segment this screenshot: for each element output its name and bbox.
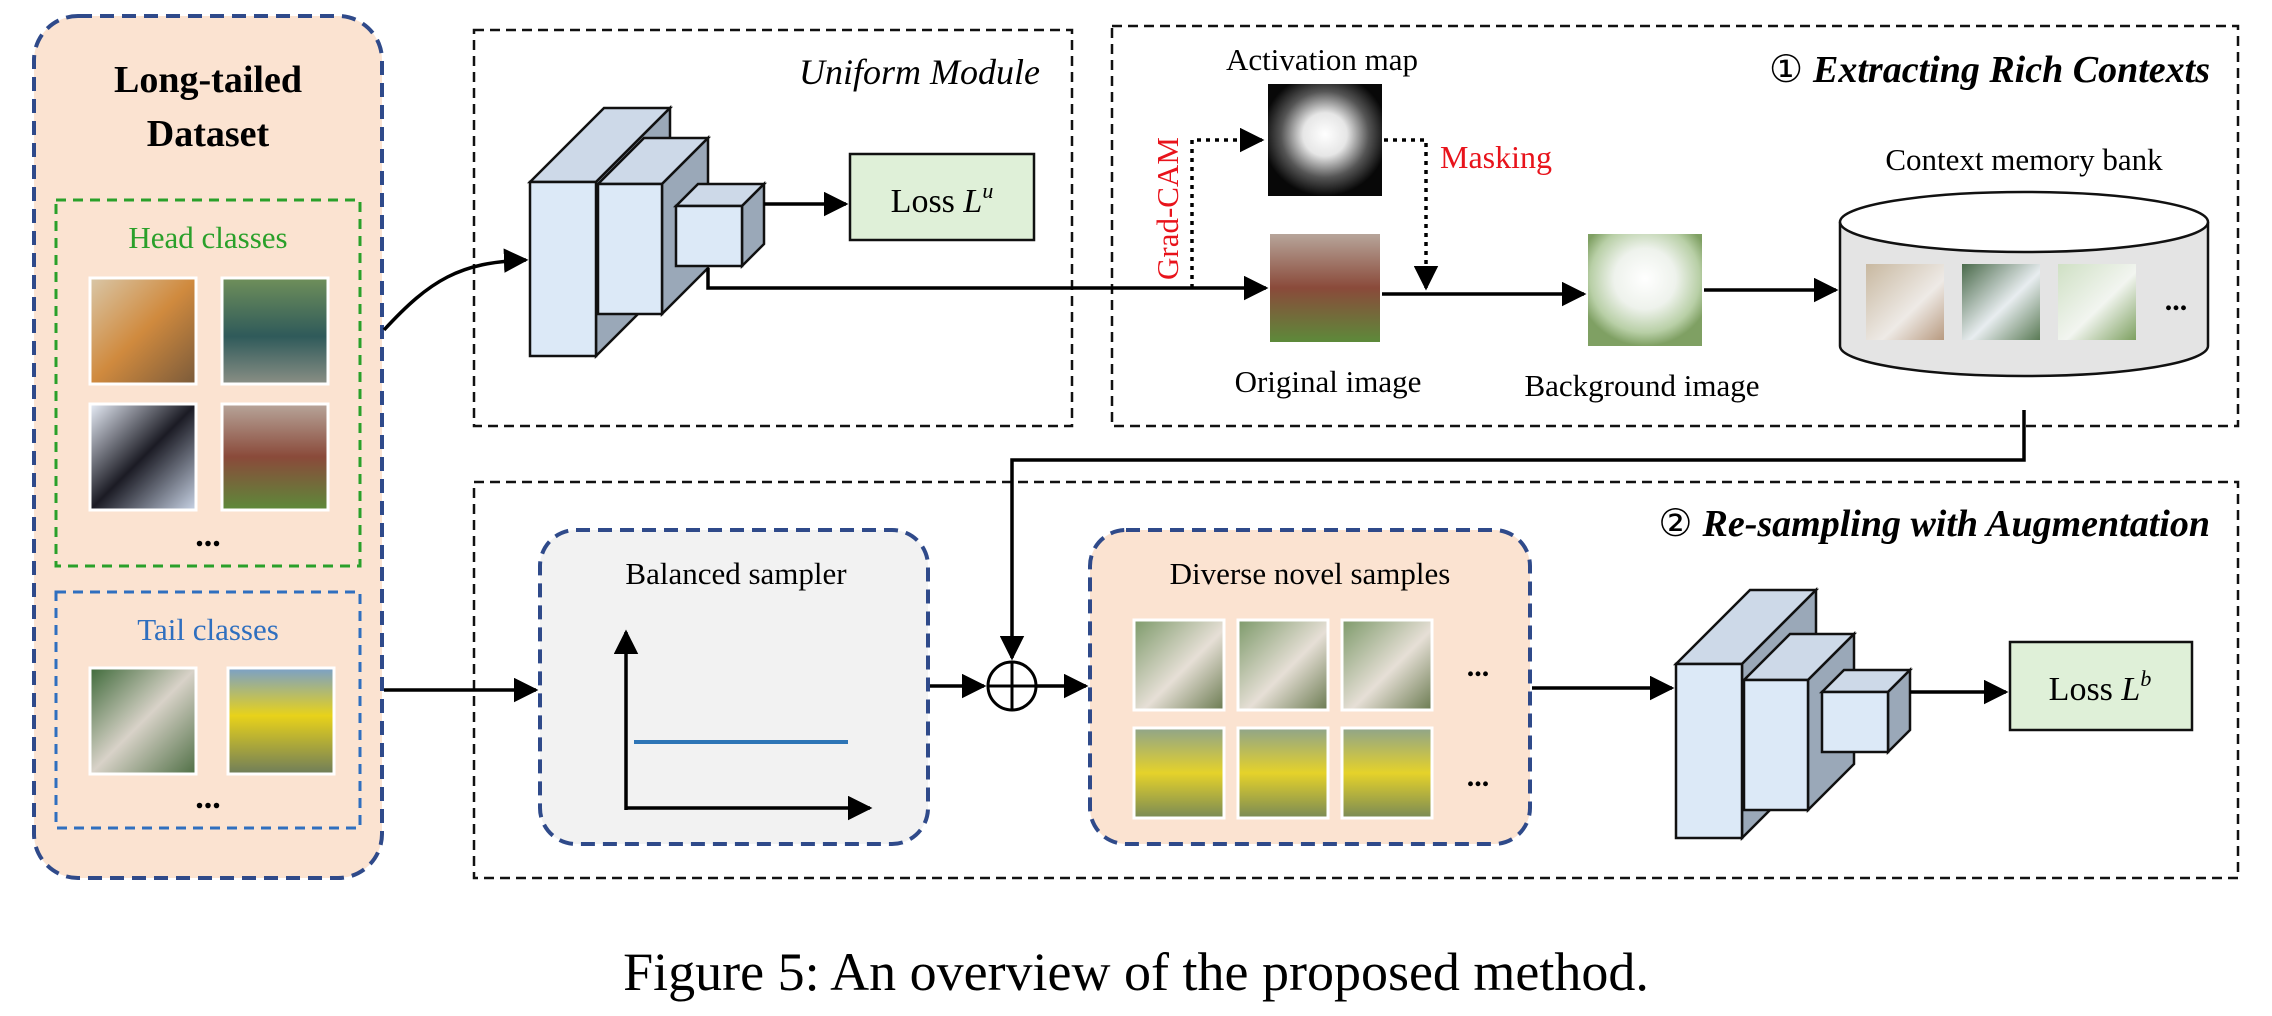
figure-caption: Figure 5: An overview of the proposed me… — [623, 942, 1649, 1002]
head-thumb-bus — [220, 276, 330, 386]
svg-text:Loss Lu: Loss Lu — [891, 178, 994, 220]
grad-cam-label: Grad-CAM — [1150, 137, 1185, 280]
activation-map-label: Activation map — [1226, 42, 1418, 77]
arrow-uniform-to-original — [706, 268, 1269, 301]
bank-thumb-1 — [1866, 264, 1944, 340]
original-image — [1270, 234, 1380, 342]
loss-b-superscript: b — [2140, 666, 2151, 691]
bank-ellipsis: ... — [2165, 284, 2188, 317]
uniform-module-panel: Uniform Module Loss Lu — [472, 28, 1074, 428]
novel-wolf-2 — [1236, 618, 1330, 712]
memory-bank-label: Context memory bank — [1885, 142, 2163, 177]
tail-classes-box: Tail classes ... — [54, 590, 362, 830]
activation-map-image — [1268, 84, 1382, 196]
original-image-label: Original image — [1235, 364, 1422, 399]
head-thumb-bike — [220, 402, 330, 512]
bank-thumb-2 — [1962, 264, 2040, 340]
masking-label: Masking — [1440, 139, 1552, 175]
backbone-network-top — [526, 104, 768, 360]
extract-title: Extracting Rich Contexts — [1812, 49, 2210, 91]
loss-b-symbol: L — [2120, 671, 2140, 708]
loss-b-prefix: Loss — [2049, 671, 2122, 708]
row2-ellipsis: ... — [1467, 760, 1490, 793]
loss-u-box: Loss Lu — [848, 152, 1036, 242]
arrow-dataset-to-uniform — [382, 248, 529, 332]
diverse-samples-box: Diverse novel samples ... ... — [1088, 528, 1532, 846]
loss-u-symbol: L — [962, 183, 982, 220]
extract-marker: ① — [1769, 49, 1803, 91]
background-image-label: Background image — [1524, 368, 1759, 403]
novel-truck-3 — [1340, 726, 1434, 820]
uniform-module-title: Uniform Module — [799, 52, 1040, 92]
head-thumb-cat — [88, 276, 198, 386]
diverse-samples-label: Diverse novel samples — [1170, 556, 1451, 591]
backbone-network-bottom — [1672, 586, 1914, 842]
dataset-title-line2: Dataset — [147, 113, 270, 155]
combine-circle — [986, 660, 1038, 712]
dotted-connectors — [1190, 127, 1439, 291]
background-image — [1588, 234, 1702, 346]
head-classes-label: Head classes — [128, 220, 287, 255]
resample-title: Re-sampling with Augmentation — [1702, 503, 2211, 545]
arrow-masking-to-background — [1384, 138, 1439, 291]
tail-ellipsis: ... — [195, 779, 221, 816]
head-classes-box: Head classes ... — [54, 198, 362, 568]
row1-ellipsis: ... — [1467, 650, 1490, 683]
balanced-sampler-box: Balanced sampler — [538, 528, 930, 846]
tail-classes-label: Tail classes — [137, 612, 279, 647]
dataset-title-line1: Long-tailed — [114, 59, 302, 101]
svg-text:②Re-sampling with Augmentation: ②Re-sampling with Augmentation — [1658, 503, 2210, 545]
head-ellipsis: ... — [195, 517, 221, 554]
tail-thumb-truck — [226, 666, 336, 776]
loss-u-prefix: Loss — [891, 183, 964, 220]
novel-truck-2 — [1236, 726, 1330, 820]
head-thumb-panda — [88, 402, 198, 512]
tail-thumb-wolf — [88, 666, 198, 776]
balanced-sampler-label: Balanced sampler — [625, 556, 847, 591]
arrow-bank-to-combine — [999, 410, 2026, 661]
novel-wolf-1 — [1132, 618, 1226, 712]
novel-wolf-3 — [1340, 618, 1434, 712]
memory-bank-cylinder: ... — [1838, 190, 2210, 378]
arrow-gradcam-to-activation — [1190, 127, 1265, 288]
novel-truck-1 — [1132, 726, 1226, 820]
loss-u-superscript: u — [982, 178, 993, 203]
svg-text:Loss Lb: Loss Lb — [2049, 666, 2152, 708]
connectors — [382, 191, 2026, 705]
resample-marker: ② — [1658, 503, 1692, 545]
bank-thumb-3 — [2058, 264, 2136, 340]
dataset-panel: Long-tailed Dataset Head classes ... Tai… — [32, 14, 384, 880]
loss-b-box: Loss Lb — [2008, 640, 2194, 732]
